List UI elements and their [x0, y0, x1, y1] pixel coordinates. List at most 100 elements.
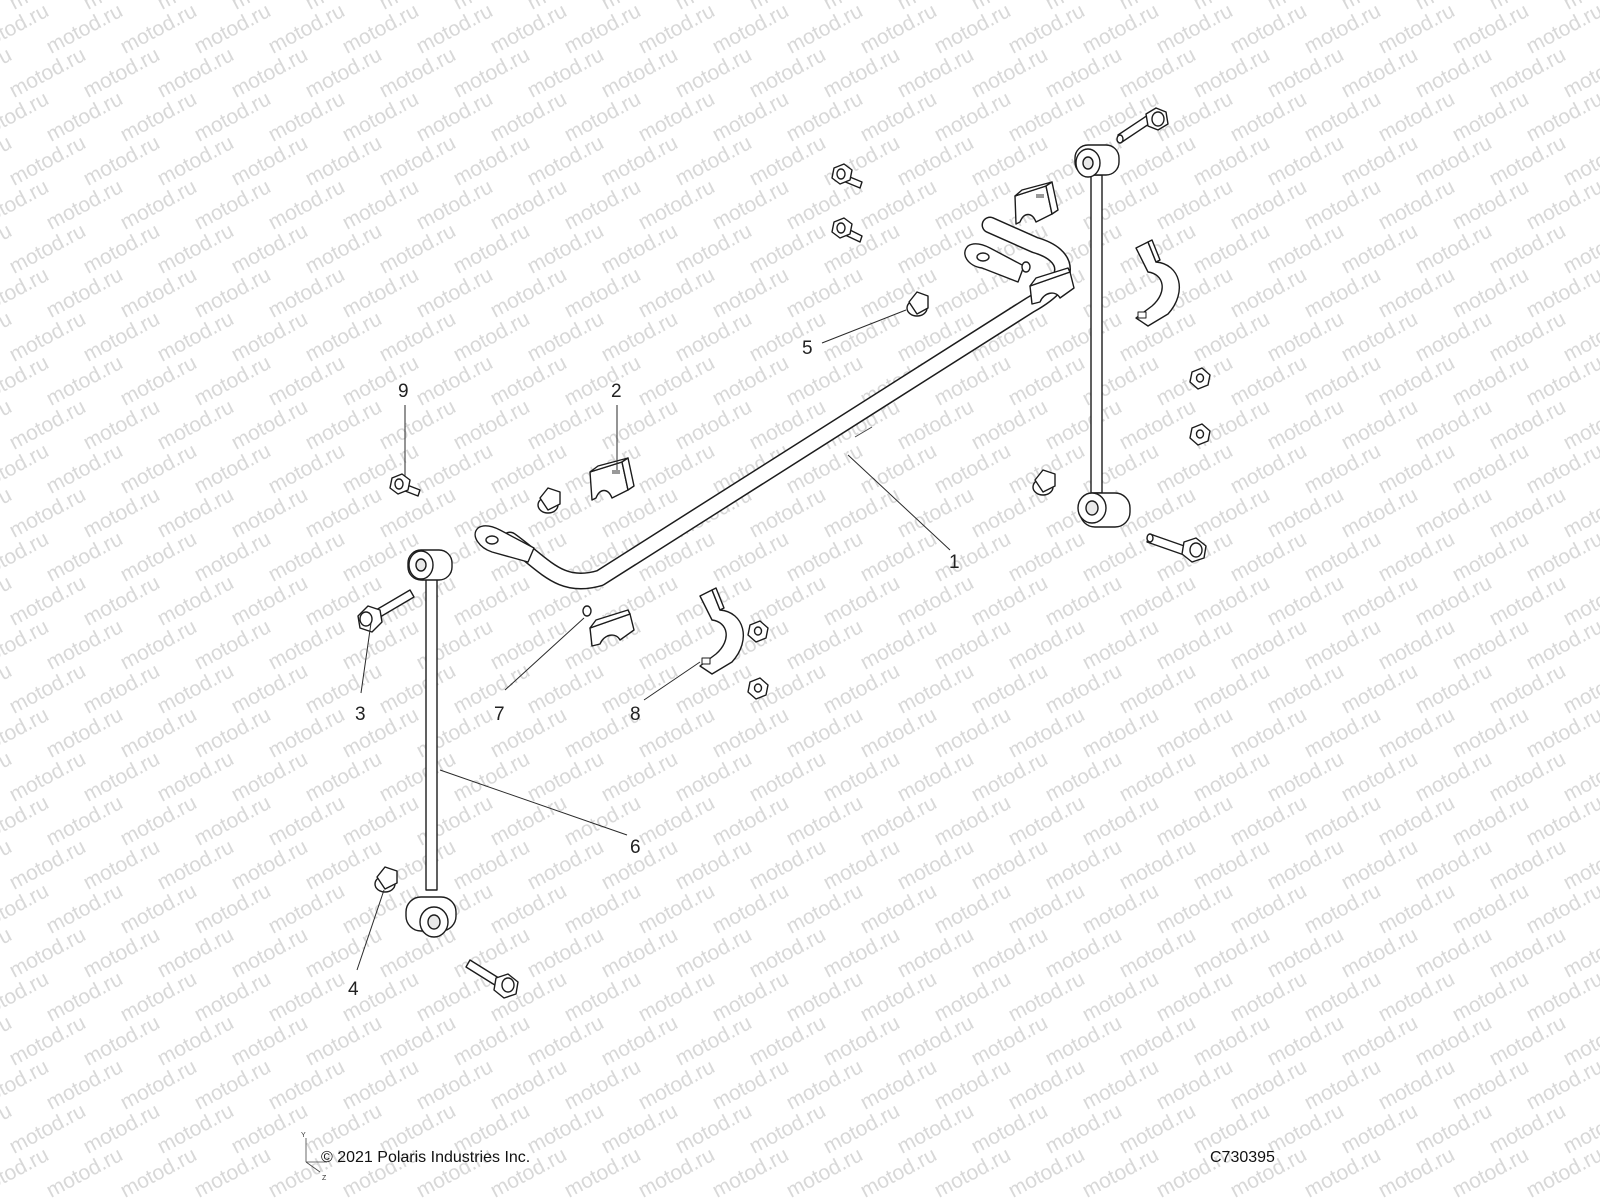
watermark-text: motod.ru: [1190, 659, 1274, 718]
watermark-text: motod.ru: [43, 879, 127, 938]
watermark-text: motod.ru: [1301, 263, 1385, 322]
watermark-text: motod.ru: [1227, 527, 1311, 586]
watermark-text: motod.ru: [191, 703, 275, 762]
watermark-text: motod.ru: [672, 835, 756, 894]
watermark-text: motod.ru: [968, 923, 1052, 982]
watermark-text: motod.ru: [80, 923, 164, 982]
watermark-text: motod.ru: [450, 219, 534, 278]
watermark-text: motod.ru: [1338, 1011, 1422, 1070]
watermark-text: motod.ru: [1449, 1055, 1533, 1114]
watermark-text: motod.ru: [1042, 1099, 1126, 1158]
bolt-small-top-1: [831, 163, 863, 189]
watermark-text: motod.ru: [1486, 1011, 1570, 1070]
watermark-text: motod.ru: [783, 351, 867, 410]
watermark-text: motod.ru: [302, 219, 386, 278]
watermark-text: motod.ru: [191, 1143, 275, 1200]
watermark-text: motod.ru: [339, 87, 423, 146]
watermark-text: motod.ru: [376, 43, 460, 102]
watermark-text: motod.ru: [635, 1143, 719, 1200]
watermark-text: motod.ru: [1190, 43, 1274, 102]
watermark-text: motod.ru: [265, 439, 349, 498]
watermark-text: motod.ru: [1227, 879, 1311, 938]
watermark-text: motod.ru: [1264, 307, 1348, 366]
watermark-text: motod.ru: [1412, 923, 1496, 982]
callout-2: 2: [611, 381, 622, 402]
watermark-text: motod.ru: [265, 527, 349, 586]
watermark-text: motod.ru: [450, 131, 534, 190]
bolt-left-lower: [465, 959, 519, 999]
watermark-text: motod.ru: [1153, 175, 1237, 234]
watermark-text: motod.ru: [931, 879, 1015, 938]
watermark-text: motod.ru: [1227, 1055, 1311, 1114]
watermark-text: motod.ru: [1486, 1099, 1570, 1158]
watermark-text: motod.ru: [894, 1099, 978, 1158]
watermark-text: motod.ru: [1449, 615, 1533, 674]
watermark-text: motod.ru: [746, 43, 830, 102]
watermark-text: motod.ru: [154, 395, 238, 454]
watermark-text: motod.ru: [931, 967, 1015, 1026]
watermark-text: motod.ru: [1116, 43, 1200, 102]
watermark-text: motod.ru: [598, 131, 682, 190]
watermark-text: motod.ru: [1227, 439, 1311, 498]
watermark-text: motod.ru: [783, 1055, 867, 1114]
watermark-text: motod.ru: [746, 307, 830, 366]
watermark-text: motod.ru: [672, 219, 756, 278]
watermark-text: motod.ru: [1486, 923, 1570, 982]
watermark-text: motod.ru: [709, 351, 793, 410]
watermark-text: motod.ru: [117, 0, 201, 58]
watermark-text: motod.ru: [228, 571, 312, 630]
watermark-text: motod.ru: [376, 923, 460, 982]
watermark-text: motod.ru: [117, 527, 201, 586]
watermark-text: motod.ru: [6, 571, 90, 630]
watermark-text: motod.ru: [857, 703, 941, 762]
watermark-text: motod.ru: [413, 439, 497, 498]
watermark-text: motod.ru: [6, 131, 90, 190]
watermark-text: motod.ru: [487, 87, 571, 146]
watermark-text: motod.ru: [413, 615, 497, 674]
watermark-text: motod.ru: [894, 131, 978, 190]
flange-nut-5: [906, 291, 929, 317]
watermark-text: motod.ru: [1042, 395, 1126, 454]
watermark-text: motod.ru: [672, 43, 756, 102]
watermark-text: motod.ru: [1375, 791, 1459, 850]
watermark-text: motod.ru: [931, 791, 1015, 850]
watermark-text: motod.ru: [1486, 483, 1570, 542]
watermark-text: motod.ru: [1301, 879, 1385, 938]
watermark-text: motod.ru: [376, 219, 460, 278]
watermark-text: motod.ru: [1227, 967, 1311, 1026]
watermark-text: motod.ru: [191, 175, 275, 234]
watermark-text: motod.ru: [154, 1099, 238, 1158]
left-stabilizer-link: [405, 549, 457, 938]
watermark-text: motod.ru: [1264, 747, 1348, 806]
watermark-text: motod.ru: [191, 351, 275, 410]
watermark-text: motod.ru: [154, 923, 238, 982]
watermark-text: motod.ru: [1042, 923, 1126, 982]
watermark-text: motod.ru: [302, 483, 386, 542]
watermark-text: motod.ru: [191, 87, 275, 146]
watermark-text: motod.ru: [1338, 571, 1422, 630]
watermark-text: motod.ru: [746, 835, 830, 894]
watermark-text: motod.ru: [228, 307, 312, 366]
watermark-text: motod.ru: [820, 43, 904, 102]
watermark-text: motod.ru: [450, 571, 534, 630]
watermark-text: motod.ru: [1227, 703, 1311, 762]
axis-y-label: Y: [301, 1132, 306, 1139]
watermark-text: motod.ru: [154, 307, 238, 366]
watermark-text: motod.ru: [635, 175, 719, 234]
watermark-text: motod.ru: [746, 219, 830, 278]
watermark-text: motod.ru: [1486, 659, 1570, 718]
watermark-text: motod.ru: [487, 967, 571, 1026]
watermark-text: motod.ru: [1375, 263, 1459, 322]
watermark-text: motod.ru: [857, 791, 941, 850]
watermark-text: motod.ru: [524, 923, 608, 982]
right-stabilizer-link: [1074, 144, 1131, 528]
watermark-text: motod.ru: [1375, 1143, 1459, 1200]
watermark-text: motod.ru: [191, 439, 275, 498]
watermark-text: motod.ru: [635, 351, 719, 410]
watermark-text: motod.ru: [413, 0, 497, 58]
watermark-text: motod.ru: [857, 527, 941, 586]
watermark-text: motod.ru: [524, 1011, 608, 1070]
watermark-text: motod.ru: [1338, 1099, 1422, 1158]
watermark-text: motod.ru: [820, 1099, 904, 1158]
